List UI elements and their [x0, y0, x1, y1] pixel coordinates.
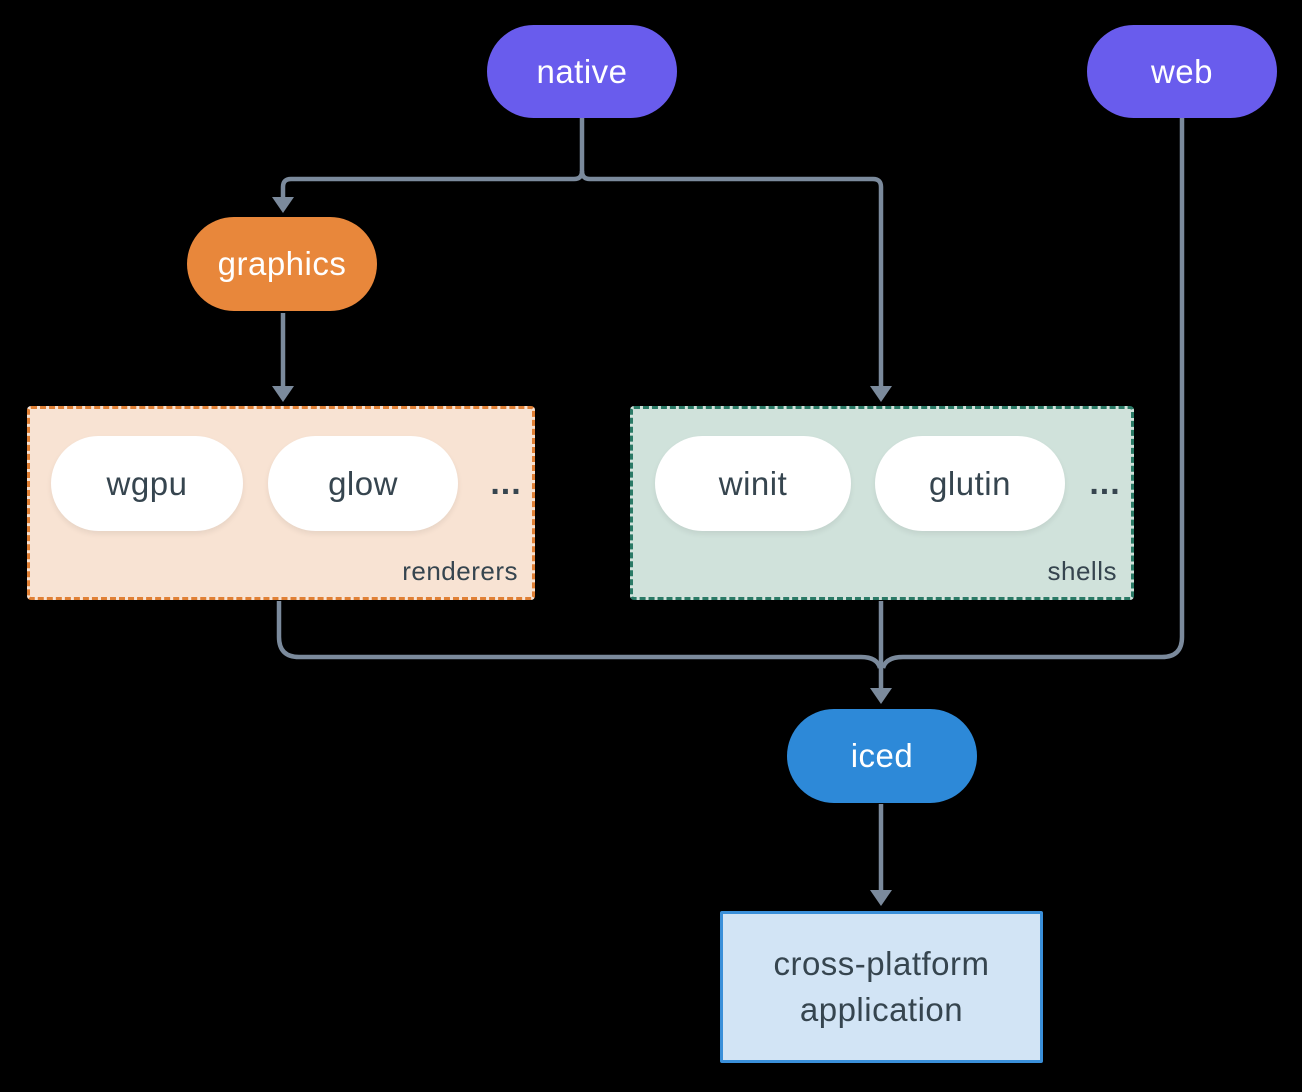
connector-renderers-to-iced [276, 601, 883, 669]
node-glow: glow [268, 436, 458, 531]
shells-ellipsis: ... [1089, 464, 1121, 502]
renderers-ellipsis: ... [490, 464, 522, 502]
arrowhead-iced [870, 688, 892, 704]
node-wgpu: wgpu [51, 436, 243, 531]
node-winit: winit [655, 436, 851, 531]
node-web: web [1087, 25, 1277, 118]
node-application-label: cross-platform application [773, 944, 990, 1028]
shells-group-label: shells [1047, 556, 1117, 586]
node-wgpu-label: wgpu [106, 464, 188, 502]
node-graphics-label: graphics [217, 245, 347, 282]
node-iced-label: iced [850, 737, 914, 774]
connector-native-to-graphics [280, 170, 585, 199]
arrowhead-application [870, 890, 892, 906]
group-renderers: wgpu glow ... renderers [27, 406, 535, 600]
connector-web-to-iced [880, 118, 1185, 669]
connector-native-to-shells [579, 170, 884, 388]
node-glow-label: glow [328, 464, 398, 502]
renderers-group-label: renderers [402, 556, 518, 586]
node-graphics: graphics [187, 217, 377, 311]
node-native-label: native [536, 52, 628, 90]
arrowhead-graphics [272, 197, 294, 213]
node-glutin: glutin [875, 436, 1065, 531]
group-shells: winit glutin ... shells [630, 406, 1134, 600]
arrowhead-renderers [272, 386, 294, 402]
node-glutin-label: glutin [929, 464, 1011, 502]
node-web-label: web [1150, 52, 1214, 90]
node-native: native [487, 25, 677, 118]
node-cross-platform-application: cross-platform application [720, 911, 1043, 1063]
node-iced: iced [787, 709, 977, 803]
node-winit-label: winit [718, 464, 788, 502]
arrowhead-shells [870, 386, 892, 402]
